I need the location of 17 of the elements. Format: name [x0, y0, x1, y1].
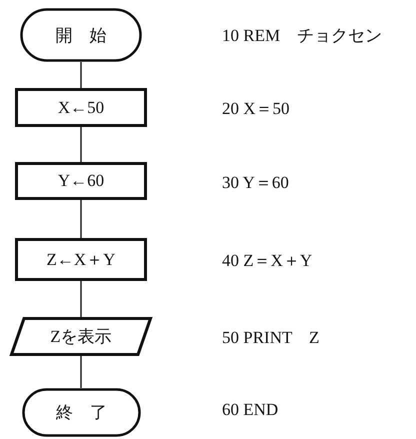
connector-line	[80, 281, 82, 317]
code-line: 40 Z＝X＋Y	[222, 250, 312, 272]
node-text: Z←X＋Y	[46, 249, 116, 271]
node-text: 終 了	[56, 402, 107, 424]
code-line: 20 X＝50	[222, 98, 290, 120]
connector-line	[80, 127, 82, 162]
node-text: Zを表示	[50, 326, 112, 348]
code-line: 50 PRINT Z	[222, 327, 320, 349]
node-text: Y←60	[58, 171, 104, 191]
code-line: 10 REM チョクセン	[222, 25, 382, 47]
connector-line	[80, 62, 82, 88]
code-line: 60 END	[222, 400, 278, 420]
node-text: 開 始	[56, 24, 106, 46]
connector-line	[80, 200, 82, 238]
connector-line	[80, 356, 82, 388]
node-text: X←50	[58, 98, 104, 118]
code-line: 30 Y＝60	[222, 172, 289, 194]
